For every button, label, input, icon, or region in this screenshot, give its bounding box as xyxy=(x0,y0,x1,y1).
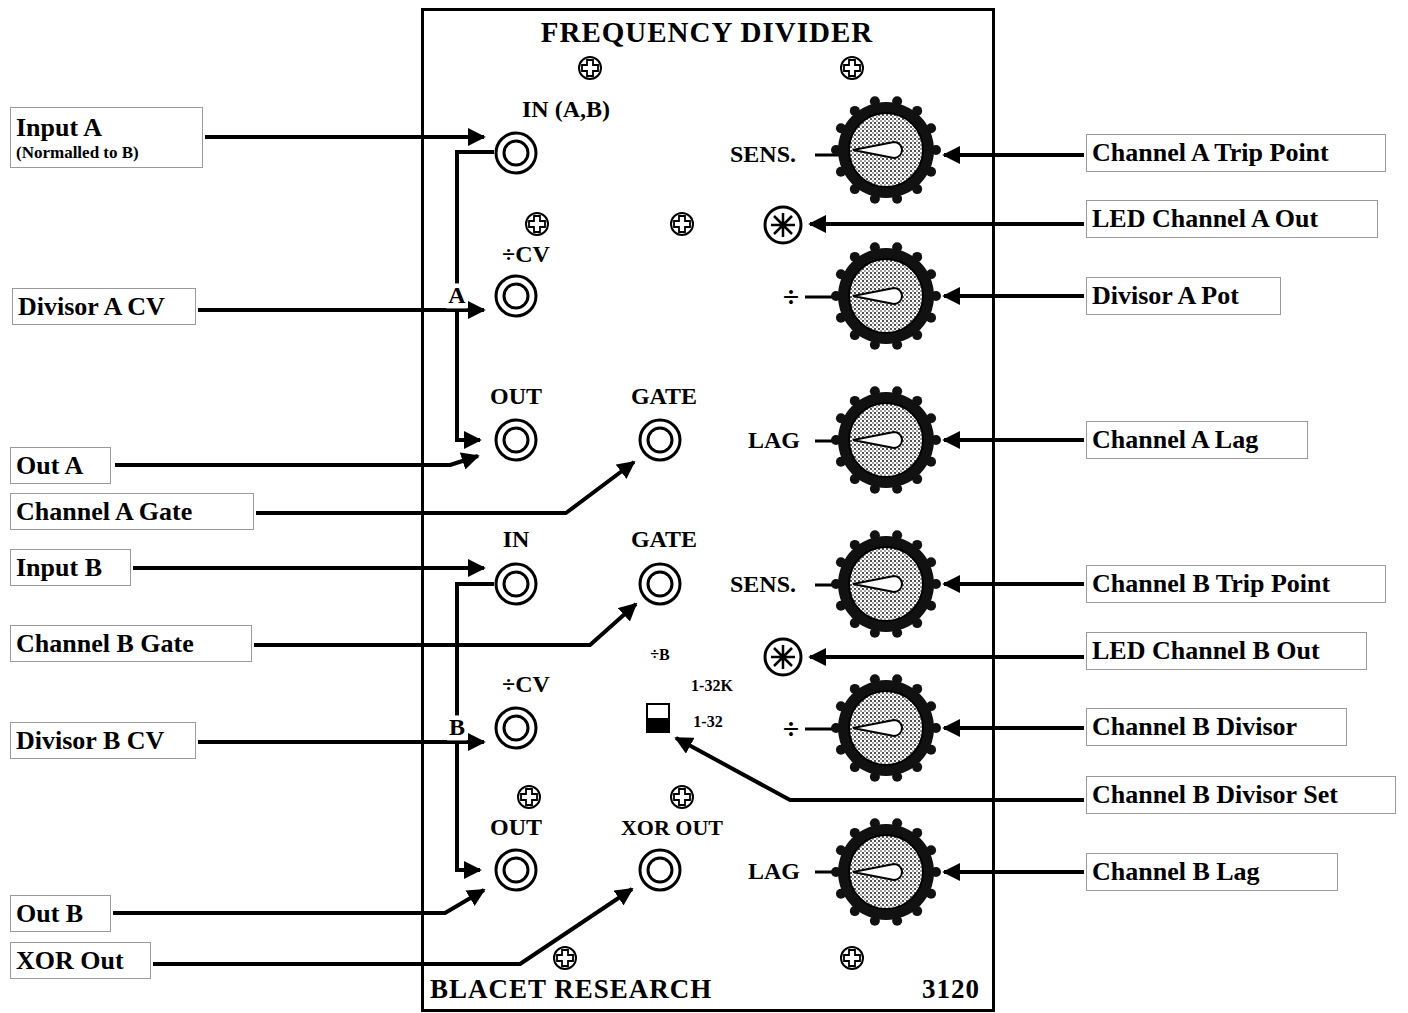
screw xyxy=(554,947,576,969)
jack xyxy=(640,564,680,604)
callout-box: LED Channel A Out xyxy=(1086,200,1378,238)
jack xyxy=(496,133,536,173)
callout-box: Out B xyxy=(10,895,111,932)
led xyxy=(765,207,801,243)
panel-label: XOR OUT xyxy=(619,816,725,839)
jack xyxy=(496,850,536,890)
callout-box: Channel B Divisor xyxy=(1086,708,1347,746)
panel-label: ÷CV xyxy=(500,672,552,697)
callout-text: Channel B Trip Point xyxy=(1092,569,1380,599)
panel-label: B xyxy=(447,715,467,740)
callout-text: Channel A Lag xyxy=(1092,425,1302,455)
callout-box: Channel A Trip Point xyxy=(1086,134,1386,172)
callout-box: Divisor A Pot xyxy=(1086,277,1281,315)
knob xyxy=(831,242,941,350)
panel-label: A xyxy=(446,283,467,308)
knob xyxy=(831,674,941,782)
switch xyxy=(647,704,669,732)
screw xyxy=(579,57,601,79)
panel-label: OUT xyxy=(488,384,544,409)
panel-label: ÷ xyxy=(781,281,801,313)
knob xyxy=(831,818,941,926)
callout-box: Channel B Trip Point xyxy=(1086,565,1386,603)
jack xyxy=(496,276,536,316)
callout-text: Channel B Divisor xyxy=(1092,712,1341,742)
screw xyxy=(526,213,548,235)
callout-text: Channel A Trip Point xyxy=(1092,138,1380,168)
screw xyxy=(671,786,693,808)
callout-text: LED Channel B Out xyxy=(1092,636,1361,666)
jack xyxy=(496,420,536,460)
callout-text: Out A xyxy=(16,451,105,481)
panel-label: IN (A,B) xyxy=(520,97,612,122)
callout-text: Input B xyxy=(16,553,125,583)
callout-box: XOR Out xyxy=(10,942,151,979)
callout-box: Channel A Gate xyxy=(10,493,254,530)
panel-label: LAG xyxy=(746,859,802,884)
jack xyxy=(640,420,680,460)
callout-text: Input A xyxy=(16,113,197,143)
callout-box: Channel B Divisor Set xyxy=(1086,776,1396,814)
knob xyxy=(831,96,941,204)
callout-text: Channel B Gate xyxy=(16,629,246,659)
switch-lever xyxy=(647,718,669,732)
screw xyxy=(841,947,863,969)
callout-text: XOR Out xyxy=(16,946,145,976)
callout-note: (Normalled to B) xyxy=(16,143,197,163)
model-number: 3120 xyxy=(922,974,980,1005)
jack xyxy=(496,708,536,748)
leader-lines xyxy=(113,137,1084,964)
panel-label: GATE xyxy=(629,527,699,552)
module-title: FREQUENCY DIVIDER xyxy=(541,16,874,49)
panel-label: 1-32K xyxy=(689,678,735,695)
jack xyxy=(496,564,536,604)
callout-box: Channel B Lag xyxy=(1086,853,1338,891)
panel-label: SENS. xyxy=(728,572,798,597)
panel-label: LAG xyxy=(746,428,802,453)
knob xyxy=(831,530,941,638)
callout-text: Divisor A CV xyxy=(18,292,190,322)
panel-label: SENS. xyxy=(728,142,798,167)
knob xyxy=(831,386,941,494)
callout-text: Channel B Divisor Set xyxy=(1092,780,1390,810)
callout-text: Divisor B CV xyxy=(16,726,190,756)
maker-name: BLACET RESEARCH xyxy=(430,974,712,1005)
callout-text: LED Channel A Out xyxy=(1092,204,1372,234)
panel-label: 1-32 xyxy=(691,714,724,731)
callout-text: Channel B Lag xyxy=(1092,857,1332,887)
panel-label: ÷CV xyxy=(500,242,552,267)
callout-box: Divisor B CV xyxy=(10,722,196,759)
callout-text: Channel A Gate xyxy=(16,497,248,527)
callout-box: Input A(Normalled to B) xyxy=(10,107,203,168)
callout-box: LED Channel B Out xyxy=(1086,632,1367,670)
knob-tick xyxy=(805,155,840,872)
callout-text: Divisor A Pot xyxy=(1092,281,1275,311)
screw xyxy=(671,213,693,235)
callout-box: Channel A Lag xyxy=(1086,421,1308,459)
led xyxy=(765,639,801,675)
callout-text: Out B xyxy=(16,899,105,929)
callout-box: Input B xyxy=(10,549,131,586)
jack xyxy=(640,850,680,890)
panel-label: GATE xyxy=(629,384,699,409)
callout-box: Channel B Gate xyxy=(10,625,252,662)
panel-label: ÷ xyxy=(781,713,801,745)
panel-label: IN xyxy=(501,527,532,552)
callout-box: Out A xyxy=(10,447,111,484)
panel-label: ÷B xyxy=(648,647,671,664)
screw xyxy=(518,786,540,808)
panel-label: OUT xyxy=(488,815,544,840)
screw xyxy=(841,57,863,79)
callout-box: Divisor A CV xyxy=(12,288,196,325)
module-panel: BLACET RESEARCH 3120 xyxy=(421,8,995,1012)
